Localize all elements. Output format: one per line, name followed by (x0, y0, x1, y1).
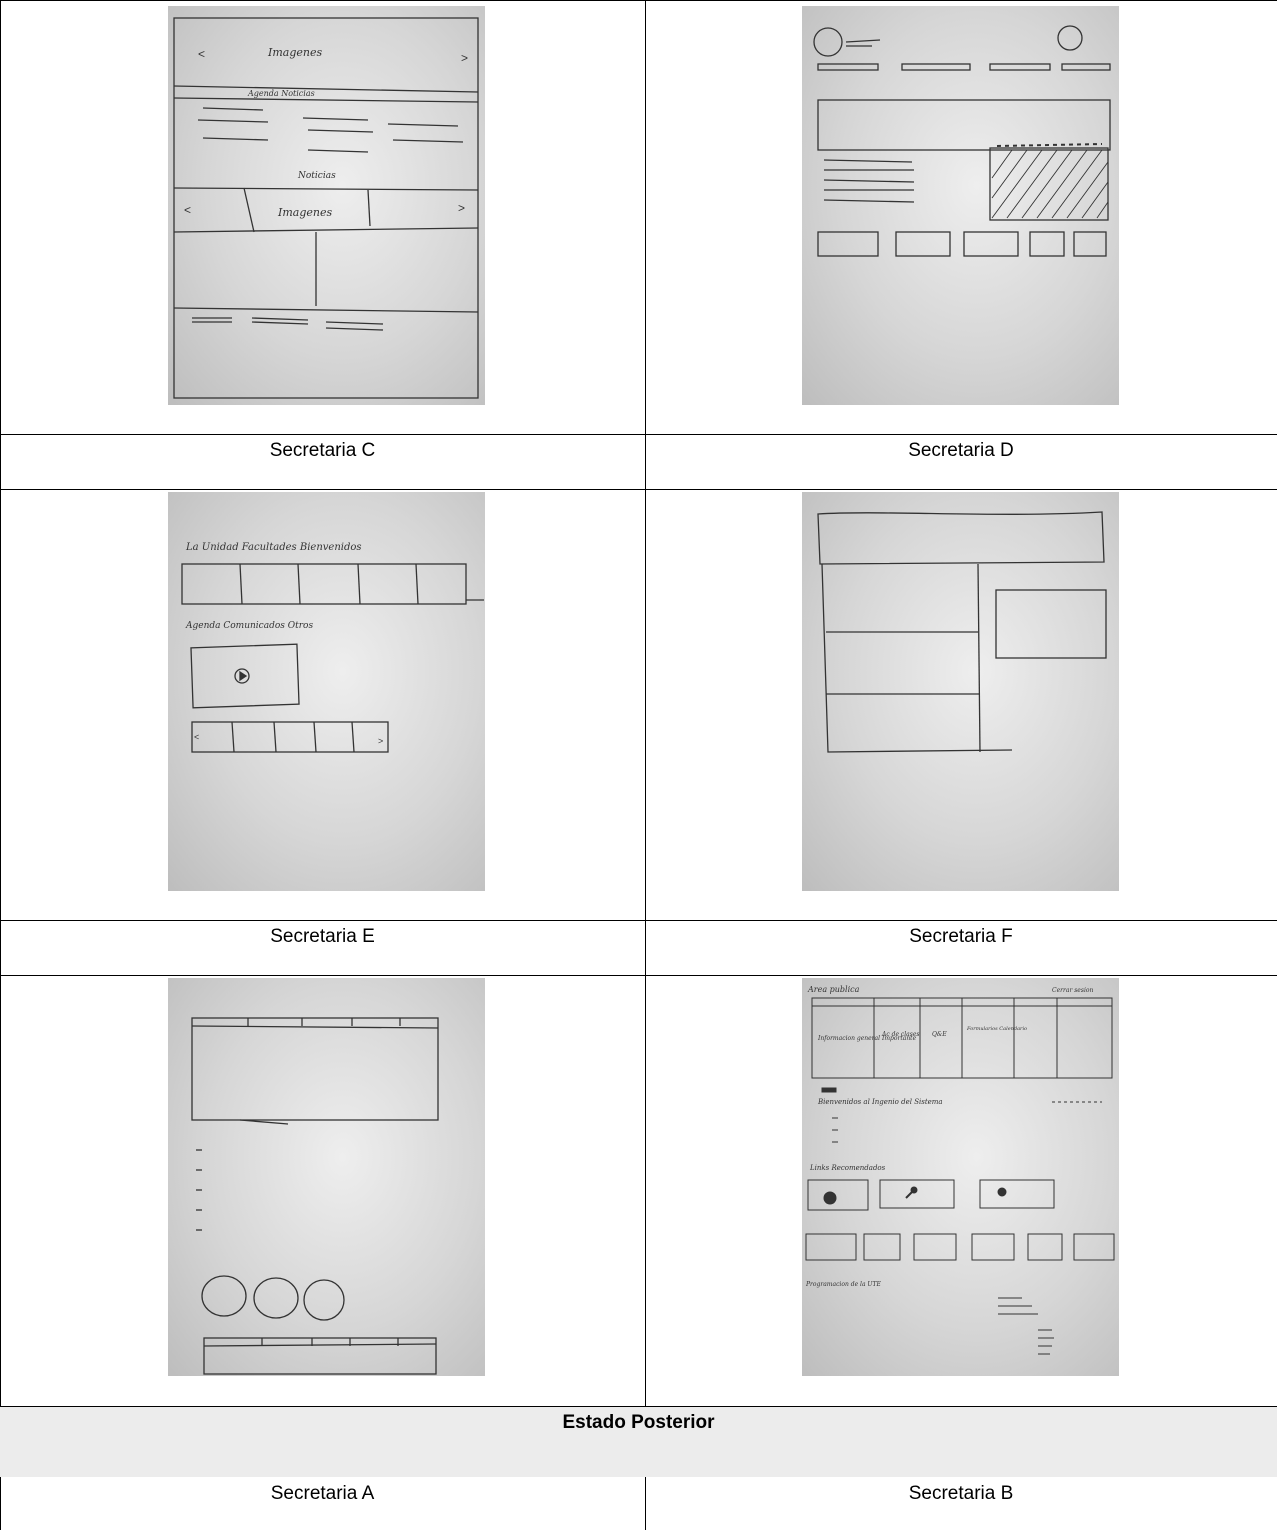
svg-text:>: > (378, 736, 383, 746)
sketch-photo-secretaria-f (802, 492, 1119, 891)
caption-secretaria-e: Secretaria E (0, 926, 645, 948)
svg-text:Agenda Noticias: Agenda Noticias (247, 89, 315, 98)
svg-text:Formularios Calendario: Formularios Calendario (966, 1026, 1027, 1032)
table-border-left (0, 0, 1, 1530)
sketch-photo-secretaria-e: La Unidad Facultades Bienvenidos Agenda … (168, 492, 485, 891)
caption-secretaria-f: Secretaria F (645, 926, 1277, 948)
svg-text:Noticias: Noticias (297, 171, 336, 181)
caption-secretaria-d: Secretaria D (645, 440, 1277, 462)
svg-text:La Unidad Facultades Bienven: La Unidad Facultades Bienvenidos (185, 542, 362, 553)
svg-text:>: > (461, 51, 468, 65)
row-line (0, 434, 1277, 435)
sketch-photo-secretaria-d (802, 6, 1119, 405)
sketch-photo-secretaria-a (168, 978, 485, 1376)
caption-secretaria-b: Secretaria B (645, 1483, 1277, 1505)
svg-text:Programacion de la UTE: Programacion de la UTE (805, 1281, 881, 1288)
caption-secretaria-c: Secretaria C (0, 440, 645, 462)
svg-text:Links Recomendados: Links Recomendados (809, 1164, 886, 1172)
svg-text:Bienvenidos al Ingenio del Sis: Bienvenidos al Ingenio del Sistema (817, 1098, 943, 1106)
svg-text:Ac de clases: Ac de clases (881, 1031, 919, 1038)
sketch-photo-secretaria-b: Area publica Cerrar sesion Informacion g… (802, 978, 1119, 1376)
svg-text:<: < (198, 47, 205, 61)
svg-text:>: > (458, 201, 465, 215)
svg-text:<: < (194, 732, 199, 742)
sketch-text: Imagenes (267, 46, 322, 59)
svg-text:Cerrar sesion: Cerrar sesion (1052, 987, 1093, 994)
row-line (0, 489, 1277, 490)
row-line (0, 0, 1277, 1)
caption-secretaria-a: Secretaria A (0, 1483, 645, 1505)
svg-text:Q&E: Q&E (932, 1031, 947, 1038)
section-heading: Estado Posterior (0, 1412, 1277, 1434)
row-line (0, 975, 1277, 976)
svg-text:Agenda Comunicados Otros: Agenda Comunicados Otros (185, 621, 313, 631)
row-line (0, 920, 1277, 921)
svg-text:Imagenes: Imagenes (277, 206, 332, 219)
svg-text:Area publica: Area publica (807, 985, 860, 994)
table-divider-vertical (645, 0, 646, 1406)
svg-text:<: < (184, 203, 191, 217)
sketch-photo-secretaria-c: Imagenes < > Agenda Noticias Noticias Im… (168, 6, 485, 405)
